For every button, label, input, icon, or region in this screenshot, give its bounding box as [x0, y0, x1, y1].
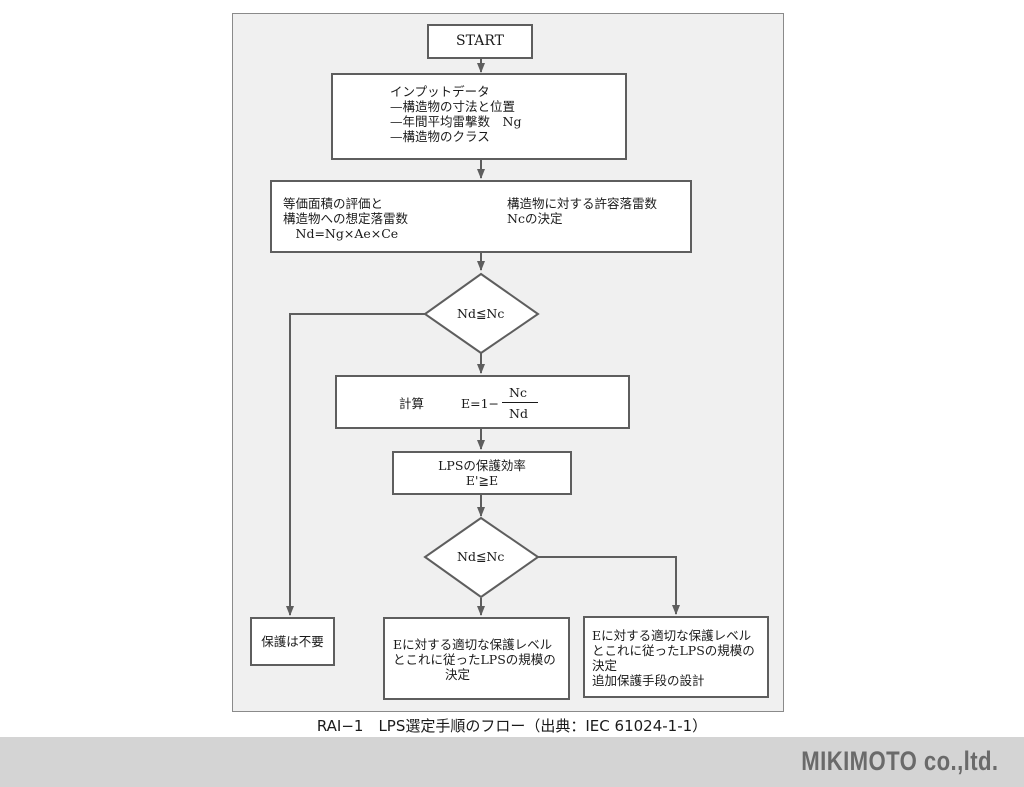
- result-a-line: とこれに従ったLPSの規模の: [393, 652, 556, 667]
- result-a-line: 決定: [445, 667, 471, 682]
- fraction-bar: [502, 402, 538, 403]
- brand-logo-text: MIKIMOTO co.,ltd.: [800, 746, 998, 776]
- efficiency-title: LPSの保護効率: [438, 458, 526, 473]
- result-a-line: Eに対する適切な保護レベル: [393, 637, 553, 652]
- evaluation-right-line: 構造物に対する許容落雷数: [507, 196, 658, 211]
- input-item: —構造物のクラス: [390, 129, 490, 144]
- result-b-box: Eに対する適切な保護レベル とこれに従ったLPSの規模の 決定 追加保護手段の設…: [583, 616, 769, 698]
- calculation-numerator: Nc: [509, 385, 527, 400]
- evaluation-left-line: 構造物への想定落雷数: [283, 211, 409, 226]
- footer-band: [0, 737, 1024, 787]
- result-b-line: 決定: [592, 658, 618, 673]
- result-b-line: 追加保護手段の設計: [592, 673, 705, 688]
- result-b-line: とこれに従ったLPSの規模の: [592, 643, 755, 658]
- input-item: —構造物の寸法と位置: [390, 99, 516, 114]
- evaluation-left-line: 等価面積の評価と: [283, 196, 384, 211]
- calculation-label: 計算: [399, 396, 425, 411]
- evaluation-box: 等価面積の評価と 構造物への想定落雷数 Nd=Ng×Ae×Ce 構造物に対する許…: [270, 180, 692, 253]
- efficiency-condition: E'≧E: [465, 473, 499, 488]
- input-item: —年間平均雷撃数 Ng: [390, 114, 522, 129]
- calculation-denominator: Nd: [509, 406, 528, 421]
- start-box: START: [427, 24, 533, 59]
- calculation-formula-prefix: E=1−: [461, 396, 500, 411]
- input-data-title: インプットデータ: [390, 84, 490, 99]
- decision2-diamond: [423, 516, 540, 599]
- arrow-decision1-to-no-protection: [286, 313, 425, 616]
- decision2-label: Nd≦Nc: [457, 549, 505, 564]
- result-b-line: Eに対する適切な保護レベル: [592, 628, 752, 643]
- start-label: START: [456, 33, 504, 49]
- decision1-label: Nd≦Nc: [457, 306, 505, 321]
- no-protection-box: 保護は不要: [250, 617, 335, 666]
- evaluation-formula: Nd=Ng×Ae×Ce: [283, 226, 399, 241]
- calculation-box: 計算 E=1− Nc Nd: [335, 375, 630, 429]
- no-protection-label: 保護は不要: [261, 634, 324, 649]
- evaluation-right: 構造物に対する許容落雷数 Ncの決定: [507, 196, 657, 226]
- evaluation-left: 等価面積の評価と 構造物への想定落雷数 Nd=Ng×Ae×Ce: [283, 196, 408, 241]
- arrow-decision2-to-result-b: [538, 556, 680, 615]
- input-data-box: インプットデータ —構造物の寸法と位置 —年間平均雷撃数 Ng —構造物のクラス: [331, 73, 627, 160]
- evaluation-right-line: Ncの決定: [507, 211, 563, 226]
- decision1-diamond: [423, 272, 540, 355]
- result-a-box: Eに対する適切な保護レベル とこれに従ったLPSの規模の 決定: [383, 617, 570, 700]
- figure-caption: RAI−1 LPS選定手順のフロー（出典：IEC 61024-1-1）: [316, 717, 708, 735]
- efficiency-box: LPSの保護効率 E'≧E: [392, 451, 572, 495]
